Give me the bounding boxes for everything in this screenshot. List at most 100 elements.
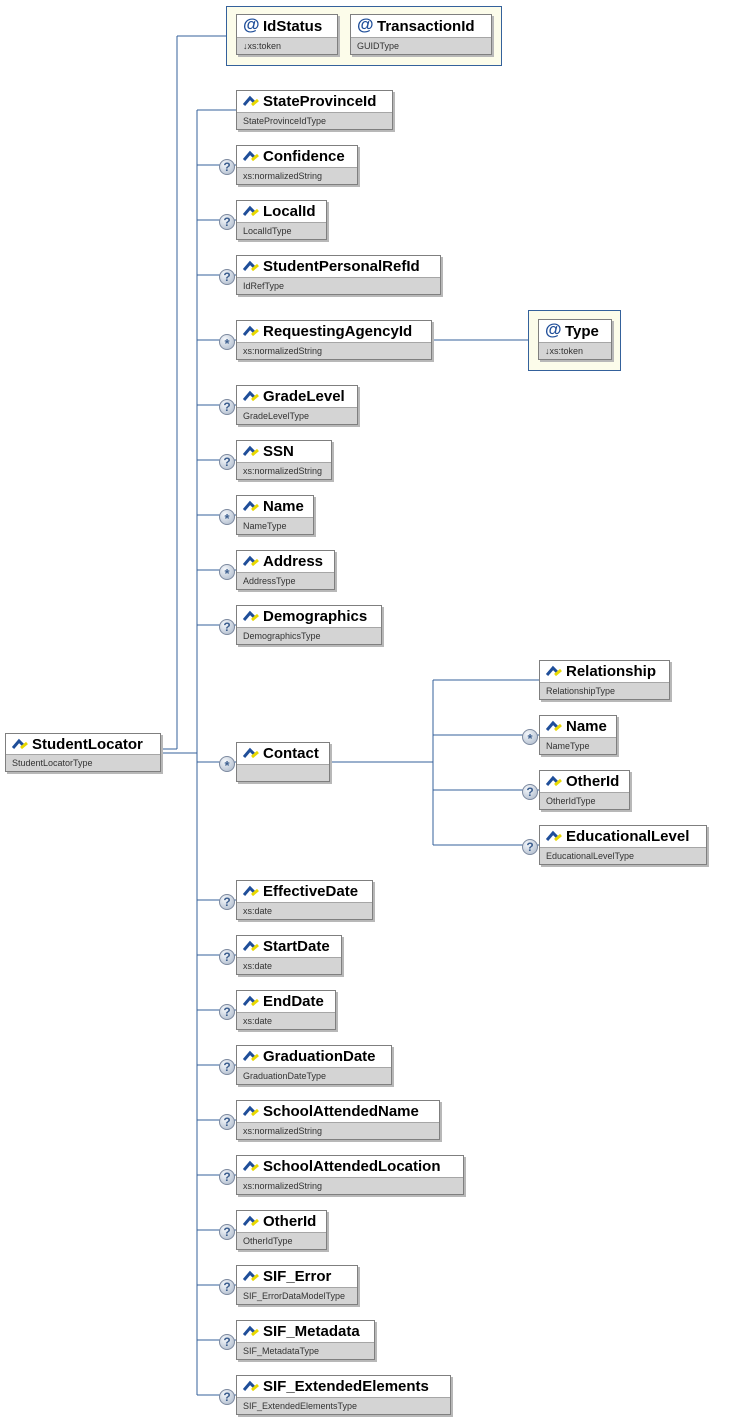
element-name: SchoolAttendedName — [263, 1103, 419, 1120]
element-type: GraduationDateType — [237, 1067, 391, 1084]
element-schoolattendedlocation[interactable]: SchoolAttendedLocation xs:normalizedStrin… — [236, 1155, 464, 1195]
element-type: NameType — [540, 737, 616, 754]
element-name: Demographics — [263, 608, 368, 625]
element-name: Confidence — [263, 148, 345, 165]
element-requestingagencyid[interactable]: RequestingAgencyId xs:normalizedString — [236, 320, 432, 360]
zero-or-more-badge: * — [219, 509, 235, 526]
element-icon — [243, 150, 259, 162]
element-name: EndDate — [263, 993, 324, 1010]
element-icon — [243, 1270, 259, 1282]
element-icon — [243, 1325, 259, 1337]
element-name: GradeLevel — [263, 388, 345, 405]
element-enddate[interactable]: EndDate xs:date — [236, 990, 336, 1030]
element-icon — [243, 885, 259, 897]
attribute-idstatus[interactable]: @ IdStatus ↓xs:token — [236, 14, 338, 55]
element-name: SchoolAttendedLocation — [263, 1158, 441, 1175]
element-type: xs:normalizedString — [237, 342, 431, 359]
element-name: GraduationDate — [263, 1048, 376, 1065]
requestingagencyid-attribute-group: @ Type ↓xs:token — [528, 310, 621, 371]
optional-badge: ? — [219, 1224, 235, 1240]
element-type: xs:date — [237, 1012, 335, 1029]
attribute-name: IdStatus — [263, 18, 323, 35]
element-name: Relationship — [566, 663, 657, 680]
element-name: SIF_Metadata — [263, 1323, 360, 1340]
element-type: RelationshipType — [540, 682, 669, 699]
element-name: LocalId — [263, 203, 316, 220]
element-type: IdRefType — [237, 277, 440, 294]
optional-badge: ? — [219, 949, 235, 965]
attribute-type: GUIDType — [351, 37, 491, 54]
element-contact[interactable]: Contact — [236, 742, 330, 782]
element-name: StudentLocator — [32, 736, 143, 753]
attribute-name: Type — [565, 323, 599, 340]
element-name: EducationalLevel — [566, 828, 690, 845]
element-name: StudentPersonalRefId — [263, 258, 420, 275]
element-name: Contact — [263, 745, 319, 762]
element-type: OtherIdType — [237, 1232, 326, 1249]
optional-badge: ? — [219, 619, 235, 635]
element-icon — [243, 390, 259, 402]
optional-badge: ? — [219, 269, 235, 285]
element-name: SIF_ExtendedElements — [263, 1378, 429, 1395]
element-icon — [12, 738, 28, 750]
optional-badge: ? — [219, 454, 235, 470]
element-name: RequestingAgencyId — [263, 323, 413, 340]
optional-badge: ? — [219, 399, 235, 415]
element-icon — [546, 830, 562, 842]
element-type: xs:normalizedString — [237, 167, 357, 184]
element-type: LocalIdType — [237, 222, 326, 239]
attribute-icon: @ — [243, 15, 260, 34]
element-icon — [546, 665, 562, 677]
element-type: EducationalLevelType — [540, 847, 706, 864]
element-type: StateProvinceIdType — [237, 112, 392, 129]
element-icon — [243, 325, 259, 337]
element-icon — [243, 1050, 259, 1062]
optional-badge: ? — [219, 214, 235, 230]
element-confidence[interactable]: Confidence xs:normalizedString — [236, 145, 358, 185]
element-type: SIF_MetadataType — [237, 1342, 374, 1359]
attribute-icon: @ — [545, 320, 562, 339]
optional-badge: ? — [219, 159, 235, 175]
attribute-icon: @ — [357, 15, 374, 34]
element-name: SIF_Error — [263, 1268, 332, 1285]
element-type: NameType — [237, 517, 313, 534]
element-name: Address — [263, 553, 324, 570]
element-type: SIF_ExtendedElementsType — [237, 1397, 450, 1414]
element-icon — [243, 445, 259, 457]
element-icon — [243, 205, 259, 217]
zero-or-more-badge: * — [219, 564, 235, 581]
attribute-transactionid[interactable]: @ TransactionId GUIDType — [350, 14, 492, 55]
element-icon — [243, 1160, 259, 1172]
optional-badge: ? — [219, 1059, 235, 1075]
element-type: xs:date — [237, 957, 341, 974]
attribute-type[interactable]: @ Type ↓xs:token — [538, 319, 612, 360]
element-icon — [243, 747, 259, 759]
element-icon — [243, 610, 259, 622]
root-element-studentlocator[interactable]: StudentLocator StudentLocatorType — [5, 733, 161, 772]
attribute-name: TransactionId — [377, 18, 475, 35]
zero-or-more-badge: * — [522, 729, 538, 746]
element-type: xs:normalizedString — [237, 1177, 463, 1194]
element-type: StudentLocatorType — [6, 754, 160, 771]
